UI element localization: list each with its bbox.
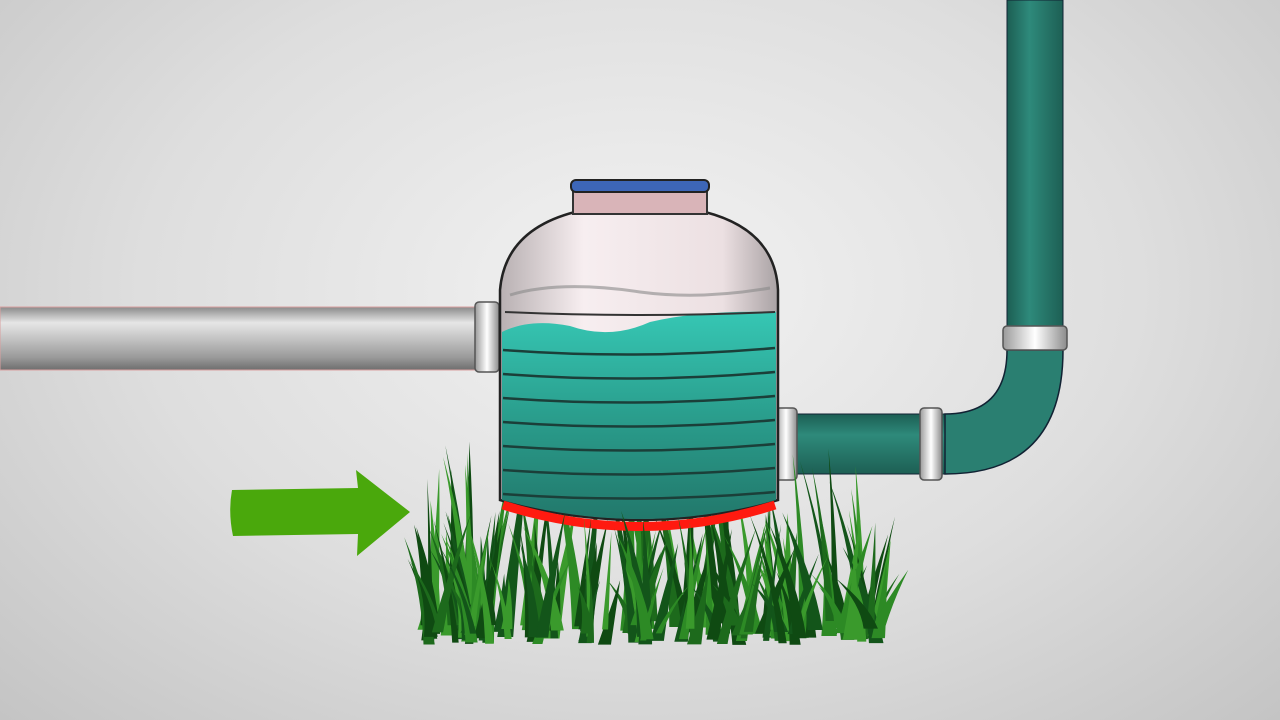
septic-tank — [498, 179, 780, 531]
grass-blade — [812, 467, 834, 622]
tank-water — [502, 311, 776, 519]
tank-seam — [504, 311, 776, 316]
grass-blade — [872, 569, 909, 626]
grass-front — [404, 510, 909, 645]
grass-blade — [825, 552, 849, 627]
grass-blade — [706, 528, 732, 640]
outlet-clamp-vertical — [1002, 325, 1068, 351]
outlet-pipe-elbow — [944, 349, 1064, 475]
grass-blade — [473, 524, 502, 639]
arrow-right-icon — [230, 470, 410, 556]
grass-blade — [602, 531, 612, 630]
tank-rib — [502, 490, 776, 500]
outlet-pipe — [789, 0, 1064, 475]
grass-blade — [655, 582, 692, 634]
grass-blade — [522, 526, 564, 631]
grass-blade — [614, 528, 639, 643]
grass-blade — [716, 527, 757, 644]
grass-blade — [468, 537, 488, 627]
grass-blade — [702, 496, 741, 623]
tank-base-ring — [501, 500, 777, 531]
tank-rib — [502, 466, 776, 476]
tank-shading — [509, 285, 771, 297]
grass-blade — [769, 525, 807, 639]
inlet-pipe — [0, 306, 486, 371]
grass-blade — [493, 573, 506, 632]
tank-cap-lid — [570, 179, 710, 193]
tank-rib — [502, 394, 776, 404]
grass-blade — [835, 578, 878, 629]
tank-rib — [502, 442, 776, 452]
grass-blade — [685, 521, 695, 629]
grass-blade — [467, 524, 494, 644]
grass-blade — [439, 545, 477, 634]
inlet-clamp — [474, 301, 500, 373]
grass-blade — [520, 543, 541, 638]
grass-blade — [842, 553, 859, 640]
grass-blade — [433, 518, 459, 643]
tank-rib — [502, 418, 776, 428]
grass-blade — [491, 561, 512, 639]
tank-rib — [502, 346, 776, 356]
grass-blade — [616, 533, 654, 640]
grass-blade — [431, 512, 472, 633]
grass-blade — [417, 576, 438, 637]
grass-blade — [574, 518, 592, 627]
grass-blade — [687, 571, 709, 645]
grass-blade — [548, 442, 586, 630]
grass-blade — [464, 526, 490, 635]
grass-blade — [535, 511, 566, 638]
outlet-clamp-mid — [919, 407, 943, 481]
tank-ribs — [502, 346, 776, 500]
grass-blade — [811, 574, 847, 629]
grass-blade — [650, 543, 679, 641]
outlet-pipe-vertical — [1006, 0, 1064, 346]
tank-rib — [502, 370, 776, 380]
grass-blade — [749, 514, 787, 644]
grass-blade — [597, 579, 621, 645]
grass-blade — [866, 522, 876, 627]
grass-blade — [868, 516, 896, 634]
grass-blade — [782, 512, 823, 630]
grass-blade — [578, 586, 594, 634]
grass-blade — [743, 545, 765, 632]
